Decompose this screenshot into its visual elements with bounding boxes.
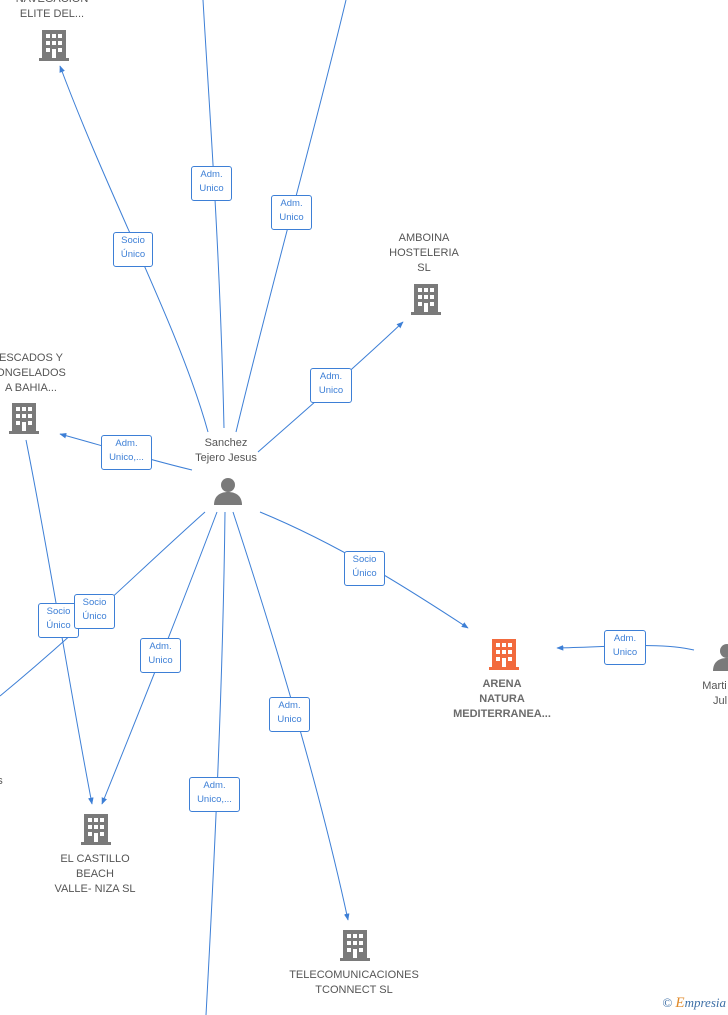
node-icons bbox=[9, 30, 728, 961]
edge-label-fragment-left: s bbox=[0, 775, 3, 787]
edge-line-top-center bbox=[202, 0, 225, 429]
edge-label-left-out[interactable]: Socio Único bbox=[74, 594, 115, 629]
node-label-castillo[interactable]: EL CASTILLO BEACH VALLE- NIZA SL bbox=[54, 853, 136, 895]
edge-label-castillo[interactable]: Adm. Unico bbox=[140, 638, 181, 673]
node-label-sanchez[interactable]: Sanchez Tejero Jesus bbox=[195, 437, 257, 464]
edge-label-navegacion[interactable]: Socio Único bbox=[113, 232, 153, 267]
watermark: © Empresia bbox=[662, 995, 726, 1012]
person-icon bbox=[214, 478, 242, 505]
node-label-arena[interactable]: ARENA NATURA MEDITERRANEA... bbox=[453, 678, 551, 720]
brand-logo-initial: E bbox=[675, 995, 685, 1011]
node-label-marti[interactable]: Marti C Jul bbox=[702, 680, 728, 707]
edge-line-bottom bbox=[205, 511, 226, 1015]
node-label-amboina[interactable]: AMBOINA HOSTELERIA SL bbox=[389, 232, 459, 274]
copyright-icon: © bbox=[662, 995, 673, 1010]
node-label-navegacion[interactable]: NAVEGACION ELITE DEL... bbox=[16, 0, 89, 20]
edge-label-top-right[interactable]: Adm. Unico bbox=[271, 195, 312, 230]
node-label-pescados[interactable]: ESCADOS Y ONGELADOS A BAHIA... bbox=[0, 352, 66, 394]
building-icon bbox=[81, 814, 111, 845]
edge-label-pescados-castillo[interactable]: Socio Único bbox=[38, 603, 79, 638]
building-icon bbox=[39, 30, 69, 61]
person-icon bbox=[713, 644, 728, 671]
edge-label-bottom[interactable]: Adm. Unico,... bbox=[189, 777, 240, 812]
building-icon bbox=[9, 403, 39, 434]
edge-label-marti-arena[interactable]: Adm. Unico bbox=[604, 630, 646, 665]
building-icon bbox=[411, 284, 441, 315]
building-icon bbox=[489, 639, 519, 670]
node-label-telecom[interactable]: TELECOMUNICACIONES TCONNECT SL bbox=[289, 969, 419, 996]
edge-label-pescados[interactable]: Adm. Unico,... bbox=[101, 435, 152, 470]
edge-label-arena[interactable]: Socio Único bbox=[344, 551, 385, 586]
building-icon bbox=[340, 930, 370, 961]
brand-logo-text: mpresia bbox=[684, 995, 726, 1010]
edge-label-amboina[interactable]: Adm. Unico bbox=[310, 368, 352, 403]
edge-label-telecom[interactable]: Adm. Unico bbox=[269, 697, 310, 732]
edge-label-top-center[interactable]: Adm. Unico bbox=[191, 166, 232, 201]
